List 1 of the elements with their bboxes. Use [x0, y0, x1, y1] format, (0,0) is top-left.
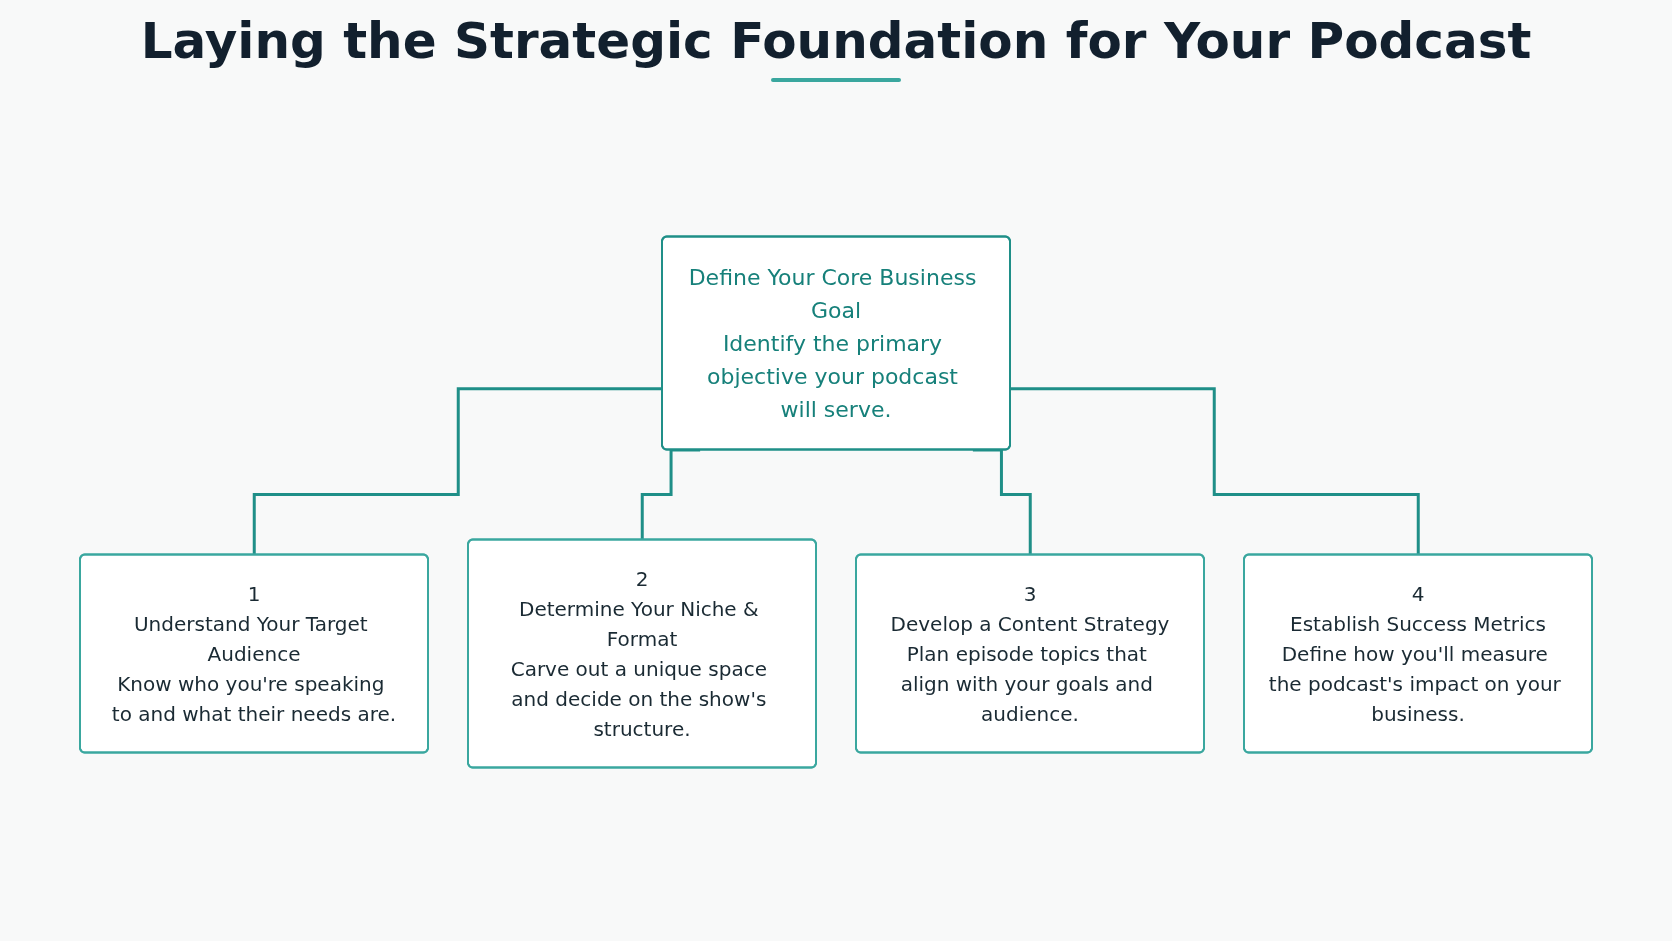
- title: Laying the Strategic Foundation for Your Podcast: [139, 12, 1533, 70]
